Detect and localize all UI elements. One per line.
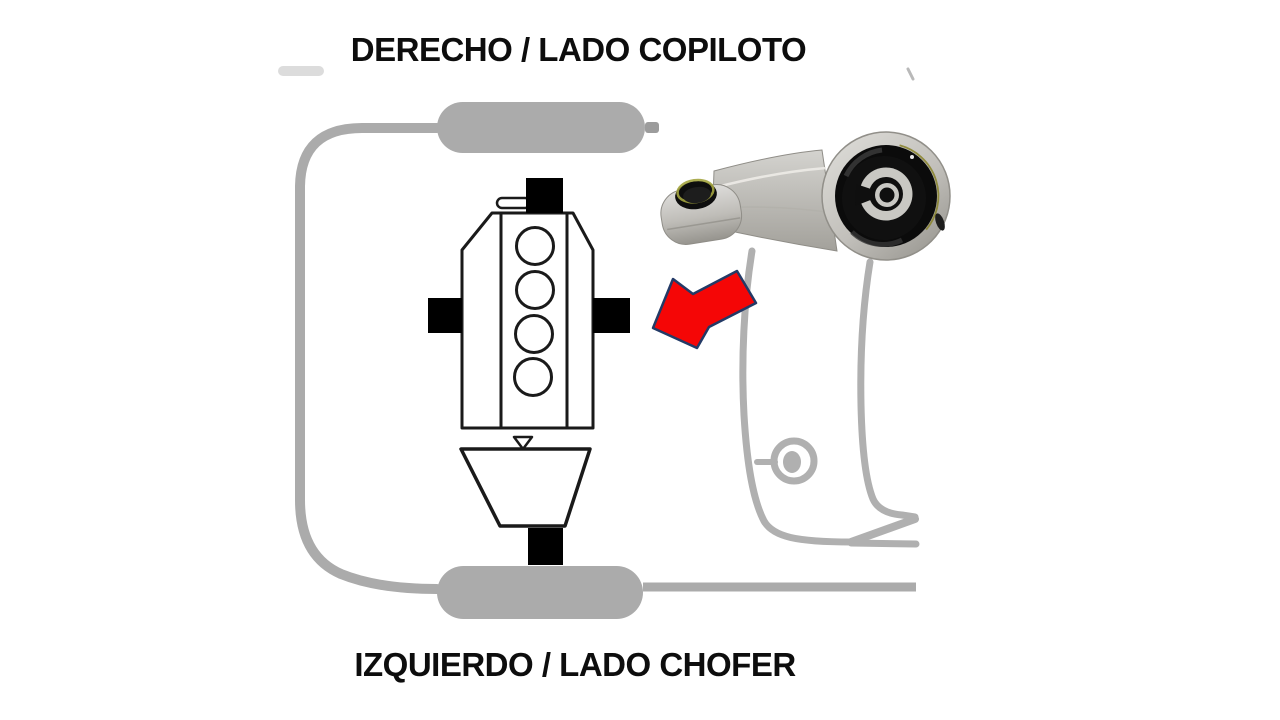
label-right-passenger-side: DERECHO / LADO COPILOTO	[350, 31, 807, 68]
large-bushing-yellow-rim	[899, 144, 940, 231]
mount-top	[526, 178, 563, 213]
small-bushing-core	[683, 186, 711, 204]
ghost-baseline	[847, 539, 920, 548]
small-end-seam	[667, 217, 741, 231]
ghost-line-left	[739, 247, 855, 546]
ghost-grommet-dot	[783, 451, 801, 473]
transmission-group	[459, 435, 592, 528]
engine-block-group	[460, 196, 595, 430]
rubber-gloss-bottom	[850, 230, 904, 247]
insert-notch	[855, 184, 886, 206]
ghost-line-right	[857, 258, 919, 521]
ghost-diagonal	[847, 515, 919, 546]
engine-mount-photo	[660, 131, 951, 261]
car-body-outline	[295, 123, 442, 594]
faint-smudge	[278, 66, 324, 76]
cylinder-3	[514, 314, 554, 354]
mount-squares-group	[428, 178, 630, 565]
transmission-body	[459, 447, 592, 528]
funnel-mark	[512, 435, 534, 451]
rear-wheel	[437, 566, 643, 619]
insert-hole	[879, 187, 895, 203]
red-arrow-icon	[651, 269, 758, 350]
small-bushing	[675, 178, 717, 210]
front-wheel	[437, 102, 645, 153]
mount-transmission	[528, 528, 563, 565]
mount-left	[428, 298, 462, 333]
ring-dark-notch	[935, 213, 945, 231]
cylinder-2	[515, 270, 555, 310]
rubber-gloss-top	[843, 147, 883, 178]
center-insert	[855, 167, 913, 221]
ghost-subframe-sketch	[739, 247, 920, 548]
cylinder-4	[513, 357, 553, 397]
front-axle-stub	[645, 122, 659, 133]
label-left-driver-side: IZQUIERDO / LADO CHOFER	[354, 646, 796, 683]
mount-arm-highlight	[716, 166, 827, 189]
rubber-highlight-speck	[910, 155, 914, 159]
faint-dash	[906, 67, 915, 81]
cylinder-1	[515, 226, 555, 266]
chassis-outline-group	[295, 102, 916, 619]
mount-right	[593, 298, 630, 333]
dipstick-handle	[495, 196, 532, 210]
mount-arm	[711, 149, 838, 252]
